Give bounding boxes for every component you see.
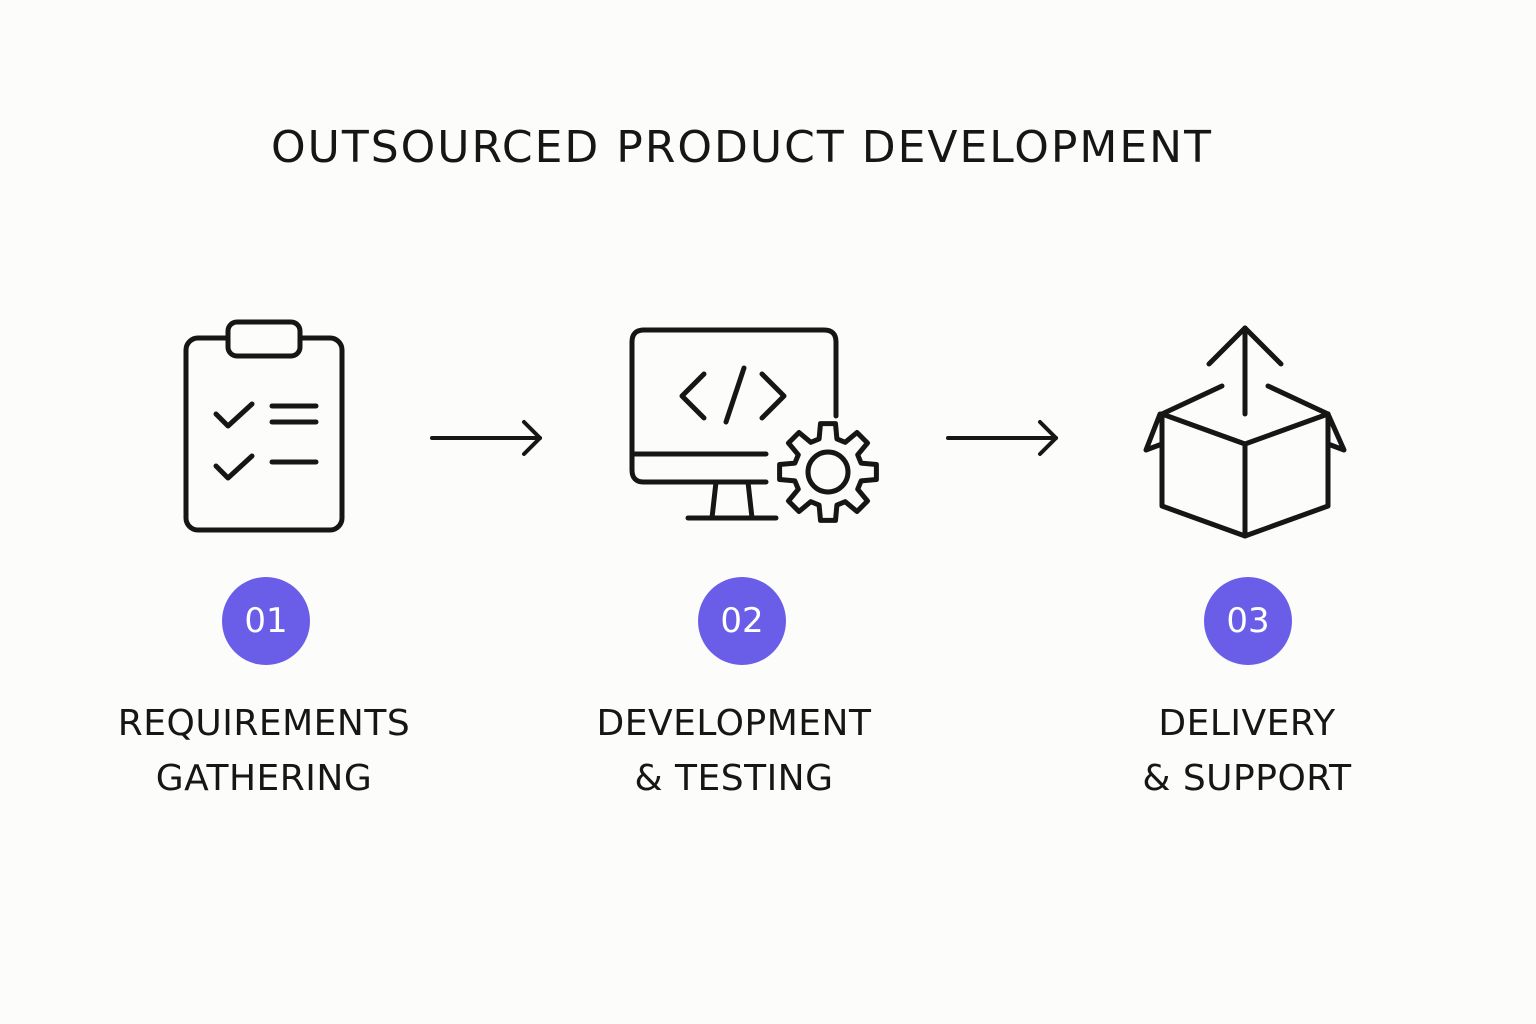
step-label-line: REQUIREMENTS [117,703,411,744]
step-label: DEVELOPMENT & TESTING [534,696,934,806]
clipboard-checklist-icon [180,318,350,538]
step-number-badge: 01 [222,577,310,665]
step-number-badge: 03 [1204,577,1292,665]
step-label-line: DELIVERY [1158,703,1336,744]
diagram-title: OUTSOURCED PRODUCT DEVELOPMENT [271,122,1213,173]
step-label: DELIVERY & SUPPORT [1047,696,1447,806]
step-label-line: & SUPPORT [1142,758,1352,799]
step-label-line: & TESTING [634,758,834,799]
step-label-line: GATHERING [155,758,373,799]
step-label: REQUIREMENTS GATHERING [64,696,464,806]
monitor-code-gear-icon [626,322,888,534]
step-number-badge: 02 [698,577,786,665]
step-label-line: DEVELOPMENT [596,703,872,744]
arrow-right-icon [944,418,1064,462]
box-upload-icon [1142,322,1348,542]
arrow-right-icon [428,418,548,462]
